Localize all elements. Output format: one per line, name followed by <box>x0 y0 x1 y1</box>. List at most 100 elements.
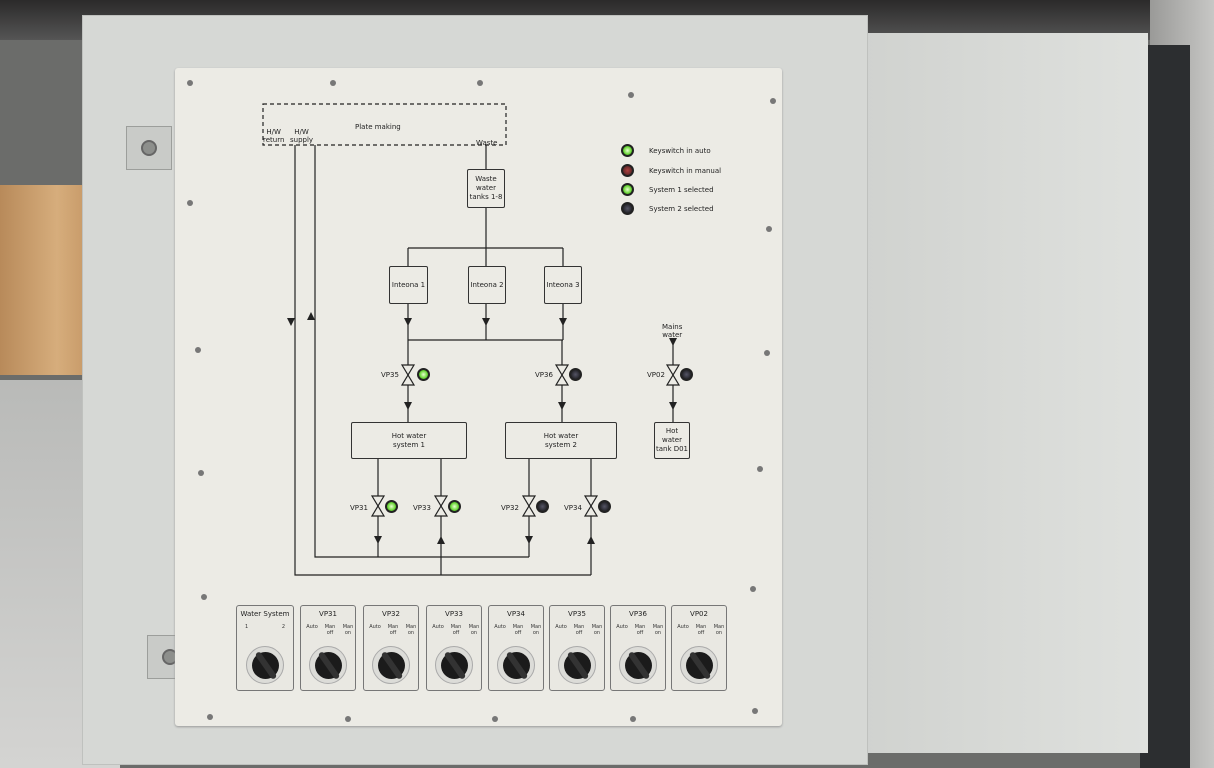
text: Hot water <box>662 427 682 444</box>
position-label: 1 <box>245 624 249 630</box>
position-label: Auto <box>616 624 628 630</box>
text: tank D01 <box>655 445 689 453</box>
position-label: Man on <box>652 624 664 636</box>
rotary-knob[interactable] <box>680 646 718 684</box>
position-label: Man on <box>530 624 542 636</box>
screw <box>764 350 770 356</box>
position-label: Man off <box>634 624 646 636</box>
position-label: Man on <box>591 624 603 636</box>
valve-label: VP02 <box>647 371 665 379</box>
screw <box>198 470 204 476</box>
rotary-knob[interactable] <box>435 646 473 684</box>
screw <box>750 586 756 592</box>
text: Mains <box>662 323 683 331</box>
text: H/W <box>266 128 281 136</box>
screw <box>628 92 634 98</box>
screw <box>770 98 776 104</box>
position-label: Auto <box>432 624 444 630</box>
position-label: Man off <box>387 624 399 636</box>
label-waste: Waste <box>476 139 498 147</box>
text: system 1 <box>393 440 425 449</box>
valve-label: VP34 <box>564 504 582 512</box>
led-vp35 <box>417 368 430 381</box>
inteona-1-box: Inteona 1 <box>389 266 428 304</box>
position-label: Man on <box>342 624 354 636</box>
text: return <box>263 136 285 144</box>
switch-title: VP36 <box>629 610 647 618</box>
switch-title: VP32 <box>382 610 400 618</box>
screw <box>207 714 213 720</box>
indicator-led <box>621 202 634 215</box>
rotary-knob[interactable] <box>309 646 347 684</box>
switch-title: VP34 <box>507 610 525 618</box>
indicator-led <box>621 144 634 157</box>
indicator-label: Keyswitch in auto <box>649 147 711 155</box>
text: Hot water <box>391 431 427 440</box>
indicator-led <box>621 164 634 177</box>
screw <box>630 716 636 722</box>
position-label: Man off <box>695 624 707 636</box>
led-vp02 <box>680 368 693 381</box>
screw <box>187 200 193 206</box>
switch-title: VP02 <box>690 610 708 618</box>
text: Waste <box>475 175 497 183</box>
indicator-label: System 2 selected <box>649 205 714 213</box>
switch-water-system: Water System 1 2 <box>236 605 294 691</box>
led-vp33 <box>448 500 461 513</box>
led-vp31 <box>385 500 398 513</box>
switch-title: VP35 <box>568 610 586 618</box>
screw <box>201 594 207 600</box>
text: tanks 1-8 <box>469 193 503 201</box>
screw <box>492 716 498 722</box>
text: water <box>662 331 683 339</box>
valve-label: VP36 <box>535 371 553 379</box>
text: supply <box>290 136 314 144</box>
rotary-knob[interactable] <box>372 646 410 684</box>
screw <box>345 716 351 722</box>
text: water <box>476 184 496 192</box>
led-vp32 <box>536 500 549 513</box>
rotary-knob[interactable] <box>246 646 284 684</box>
position-label: Auto <box>494 624 506 630</box>
position-label: Man on <box>713 624 725 636</box>
position-label: Man off <box>450 624 462 636</box>
inteona-2-box: Inteona 2 <box>468 266 506 304</box>
rotary-knob[interactable] <box>558 646 596 684</box>
lock-icon <box>141 140 157 156</box>
switch-title: Water System <box>240 610 290 618</box>
door-lock-top[interactable] <box>126 126 172 170</box>
paper-roll <box>0 185 95 375</box>
screw <box>187 80 193 86</box>
screw <box>752 708 758 714</box>
rotary-knob[interactable] <box>619 646 657 684</box>
rotary-knob[interactable] <box>497 646 535 684</box>
text: Hot water <box>543 431 579 440</box>
led-vp34 <box>598 500 611 513</box>
position-label: 2 <box>281 624 285 630</box>
text: H/W <box>294 128 309 136</box>
position-label: Man off <box>573 624 585 636</box>
position-label: Man on <box>405 624 417 636</box>
position-label: Auto <box>555 624 567 630</box>
indicator-label: System 1 selected <box>649 186 714 194</box>
led-vp36 <box>569 368 582 381</box>
switch-title: VP31 <box>319 610 337 618</box>
position-label: Auto <box>369 624 381 630</box>
screw <box>477 80 483 86</box>
screw <box>330 80 336 86</box>
cabinet-frame <box>1140 45 1190 768</box>
text: system 2 <box>545 440 577 449</box>
valve-label: VP32 <box>501 504 519 512</box>
position-label: Auto <box>306 624 318 630</box>
